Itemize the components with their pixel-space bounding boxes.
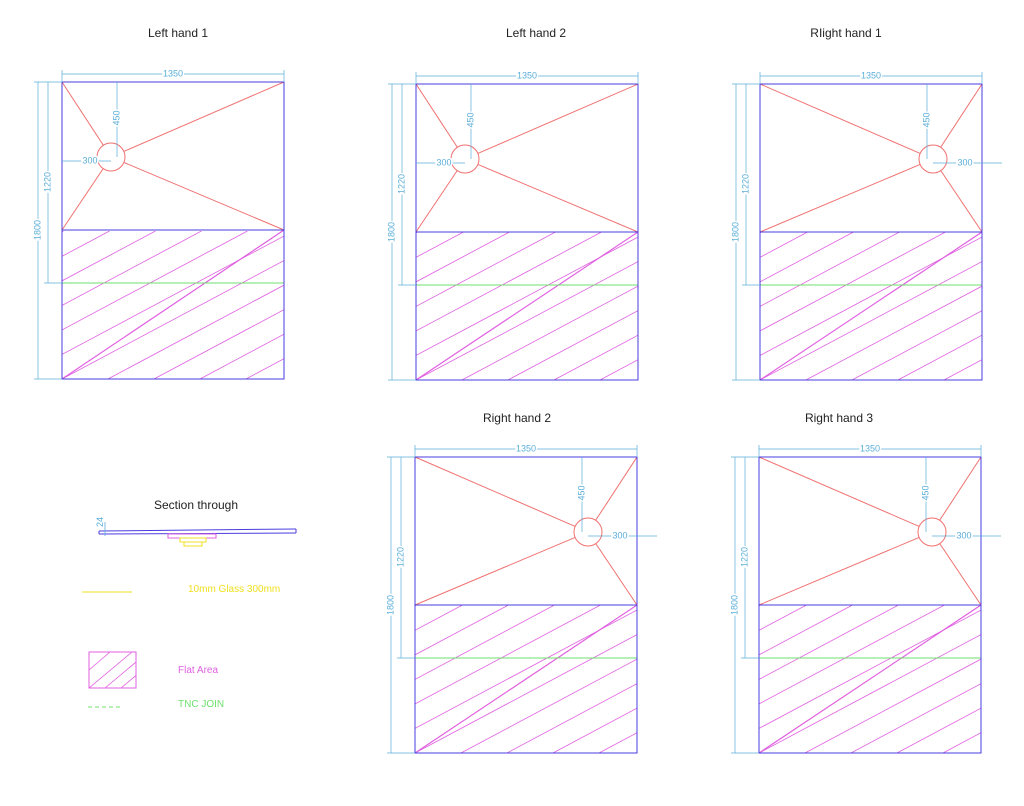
plan-right-hand-1: 1350 1800 1220 450 300: [729, 69, 1002, 381]
flat-area-diagonal: [415, 231, 639, 381]
fall-line: [758, 536, 920, 606]
fall-line: [477, 83, 639, 154]
fall-line: [759, 163, 921, 233]
plan-title-left-hand-1: Left hand 1: [147, 26, 209, 40]
drain-offset-y-dimension: 450: [921, 112, 931, 127]
legend-join-label: TNC JOIN: [178, 699, 225, 710]
dimension-lines: [731, 445, 1001, 754]
dimension-lines: [34, 70, 285, 380]
fall-line: [123, 161, 285, 231]
drain-offset-y-dimension: 450: [465, 112, 475, 127]
fall-line: [61, 168, 104, 231]
drain-offset-x-dimension: 300: [957, 157, 972, 167]
slope-area-outline: [758, 456, 982, 606]
fall-line: [759, 83, 921, 154]
flat-area-diagonal: [758, 604, 982, 754]
slope-depth-dimension: 1220: [739, 547, 749, 567]
drain-outlet: [917, 517, 947, 547]
drain-outlet: [573, 517, 603, 547]
plan-left-hand-1: 1350 1800 1220 450 300: [31, 67, 285, 380]
tray-outline: [758, 456, 982, 754]
tray-outline: [415, 83, 639, 381]
depth-dimension: 1800: [729, 595, 739, 615]
flat-area-diagonal: [61, 229, 285, 380]
fall-line: [414, 536, 576, 606]
slope-depth-dimension: 1220: [740, 174, 750, 194]
legend-flat-area-swatch: [88, 651, 137, 689]
width-dimension: 1350: [516, 443, 536, 453]
drain-offset-x-dimension: 300: [436, 157, 451, 167]
slope-area-outline: [759, 83, 983, 233]
section-detail: 24: [95, 517, 297, 547]
plan-right-hand-3: 1350 1800 1220 450 300: [728, 442, 1001, 754]
drain-offset-y-dimension: 450: [920, 485, 930, 500]
slope-depth-dimension: 1220: [42, 172, 52, 192]
fall-line: [595, 543, 638, 606]
depth-dimension: 1800: [32, 220, 42, 240]
slope-area-outline: [414, 456, 638, 606]
section-title: Section through: [153, 498, 239, 512]
plan-title-right-hand-1: RIight hand 1: [810, 26, 882, 40]
flat-area-hatch: [62, 231, 284, 379]
drain-outlet: [96, 142, 126, 172]
dimension-lines: [388, 72, 639, 381]
legend-flat-area-label: Flat Area: [178, 665, 219, 676]
fall-line: [123, 81, 285, 152]
width-dimension: 1350: [861, 70, 881, 80]
width-dimension: 1350: [163, 68, 183, 78]
fall-line: [758, 456, 920, 527]
fall-line: [61, 81, 104, 146]
legend: [82, 591, 137, 708]
flat-area-hatch: [416, 232, 638, 380]
plan-right-hand-2: 1350 1800 1220 450 300: [384, 442, 657, 754]
fall-line: [415, 170, 458, 233]
width-dimension: 1350: [517, 70, 537, 80]
fall-line: [414, 456, 576, 527]
fall-line: [940, 170, 983, 233]
fall-line: [939, 456, 982, 521]
drain-offset-x-dimension: 300: [612, 530, 627, 540]
fall-line: [415, 83, 458, 148]
fall-line: [939, 543, 982, 606]
flat-area-diagonal: [414, 604, 638, 754]
plan-left-hand-2: 1350 1800 1220 450 300: [385, 69, 639, 381]
flat-area-hatch: [415, 605, 637, 753]
drain-offset-x-dimension: 300: [82, 155, 97, 165]
fall-line: [940, 83, 983, 148]
depth-dimension: 1800: [386, 222, 396, 242]
dimension-lines: [732, 72, 1002, 381]
drain-offset-y-dimension: 450: [576, 485, 586, 500]
plan-title-left-hand-2: Left hand 2: [505, 26, 567, 40]
depth-dimension: 1800: [385, 595, 395, 615]
fall-line: [595, 456, 638, 521]
flat-area-hatch: [760, 232, 982, 380]
fall-line: [477, 163, 639, 233]
drain-outlet: [918, 144, 948, 174]
flat-area-hatch: [759, 605, 981, 753]
depth-dimension: 1800: [730, 222, 740, 242]
flat-area-diagonal: [759, 231, 983, 381]
slope-depth-dimension: 1220: [395, 547, 405, 567]
slope-depth-dimension: 1220: [396, 174, 406, 194]
drain-offset-y-dimension: 450: [111, 110, 121, 125]
plan-title-right-hand-2: Right hand 2: [482, 411, 552, 425]
drain-outlet: [450, 144, 480, 174]
plan-title-right-hand-3: Right hand 3: [804, 411, 874, 425]
drain-offset-x-dimension: 300: [956, 530, 971, 540]
tray-outline: [414, 456, 638, 754]
tray-outline: [61, 81, 285, 380]
dimension-lines: [387, 445, 657, 754]
legend-glass-label: 10mm Glass 300mm: [188, 584, 281, 595]
tray-outline: [759, 83, 983, 381]
section-depth-dimension: 24: [95, 517, 105, 527]
width-dimension: 1350: [860, 443, 880, 453]
